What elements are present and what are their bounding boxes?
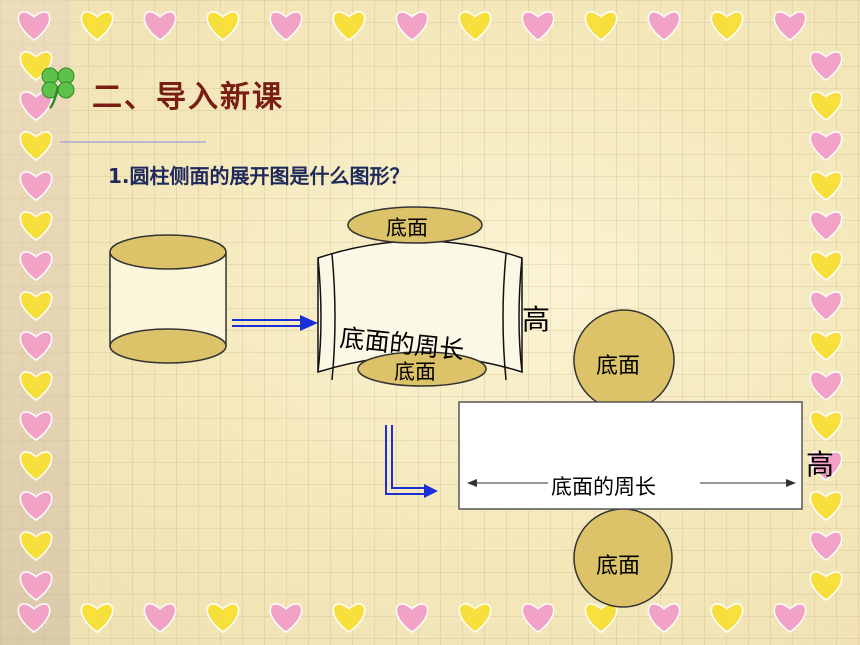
surface-bottom-ellipse (357, 351, 487, 387)
heart-icon (647, 603, 681, 634)
heart-icon (332, 11, 366, 42)
heart-icon (458, 11, 492, 42)
heart-icon (19, 491, 53, 522)
slide-title: 二、导入新课 (92, 80, 284, 115)
heart-icon (521, 11, 555, 42)
heart-icon (809, 451, 843, 482)
label-bottom-base-curved: 底面 (394, 360, 436, 384)
heart-icon (809, 571, 843, 602)
heart-icon (809, 531, 843, 562)
cylinder-bottom-ellipse (109, 328, 227, 364)
heart-icon (19, 411, 53, 442)
label-rect-height: 高 (806, 448, 835, 481)
heart-icon (19, 211, 53, 242)
heart-icon (269, 603, 303, 634)
heart-icon (80, 603, 114, 634)
heart-icon (19, 571, 53, 602)
label-rect-bottom: 底面的周长 (551, 475, 656, 499)
cylinder-diagram (109, 234, 227, 364)
heart-icon (19, 131, 53, 162)
heart-icon (809, 211, 843, 242)
heart-icon (19, 291, 53, 322)
heart-icon (773, 603, 807, 634)
heart-icon (809, 491, 843, 522)
heart-icon (809, 291, 843, 322)
arrow-down-right (385, 425, 438, 498)
heart-icon (19, 531, 53, 562)
surface-top-ellipse (347, 206, 483, 244)
heart-icon (809, 411, 843, 442)
heart-icon (17, 603, 51, 634)
heart-icon (809, 371, 843, 402)
heart-icon (458, 603, 492, 634)
heart-icon (143, 11, 177, 42)
label-circle-top: 底面 (596, 354, 641, 379)
heart-icon (395, 603, 429, 634)
heart-icon (19, 331, 53, 362)
lateral-rectangle (458, 401, 803, 510)
heart-icon (17, 11, 51, 42)
clover-icon (41, 67, 75, 109)
heart-icon (19, 451, 53, 482)
heart-icon (80, 11, 114, 42)
heart-icon (773, 11, 807, 42)
heart-icon (710, 603, 744, 634)
heart-icon (809, 251, 843, 282)
label-height-curved: 高 (522, 303, 551, 336)
rect-width-arrow (467, 479, 796, 487)
heart-icon (19, 371, 53, 402)
heart-icon (269, 11, 303, 42)
heart-icon (332, 603, 366, 634)
heart-icon (206, 603, 240, 634)
heart-icon (809, 91, 843, 122)
label-circle-bottom: 底面 (596, 554, 641, 579)
heart-icon (809, 131, 843, 162)
heart-icon (809, 331, 843, 362)
heart-icon (521, 603, 555, 634)
cylinder-top-ellipse (109, 234, 227, 270)
heart-icon (19, 251, 53, 282)
heart-icon (206, 11, 240, 42)
label-top-base: 底面 (386, 216, 428, 240)
heart-icon (19, 171, 53, 202)
heart-icon (710, 11, 744, 42)
heart-icon (647, 11, 681, 42)
heart-icon (809, 171, 843, 202)
heart-icon (584, 603, 618, 634)
heart-icon (19, 91, 53, 122)
heart-icon (809, 51, 843, 82)
question-text: 1.圆柱侧面的展开图是什么图形？ (108, 164, 410, 188)
heart-icon (584, 11, 618, 42)
heart-icon (395, 11, 429, 42)
arrow-right (232, 315, 318, 331)
heart-icon (143, 603, 177, 634)
